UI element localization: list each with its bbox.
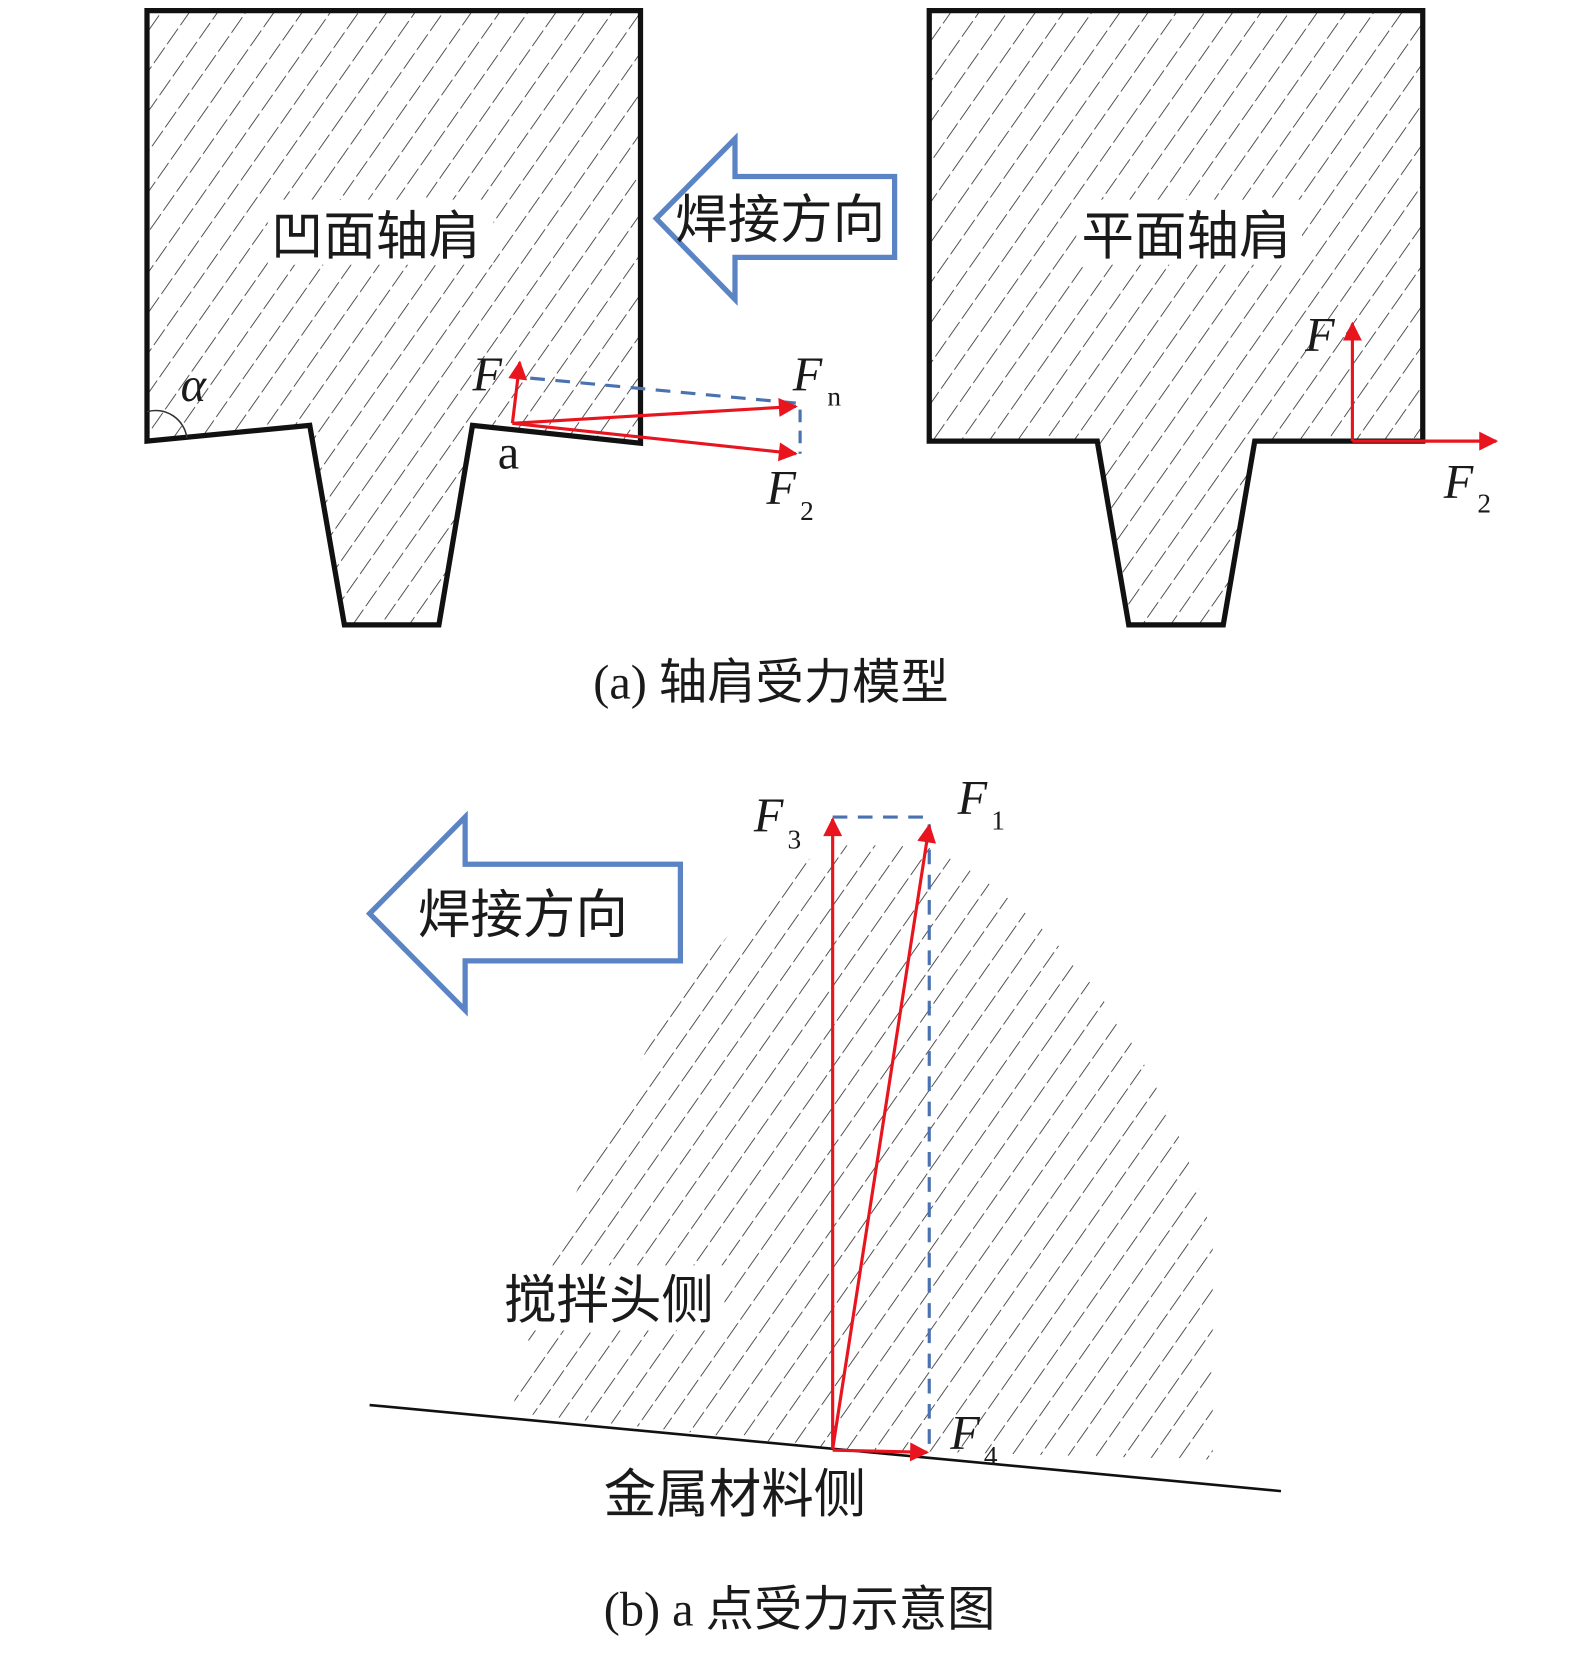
force-Fn-subscript: n	[827, 381, 841, 411]
weld-direction-arrow-a: 焊接方向	[652, 132, 898, 306]
force-Fn-arrow	[512, 398, 798, 425]
force-F1-label: F	[957, 772, 988, 825]
force-F3-subscript: 3	[788, 825, 802, 855]
concave-shoulder-tool: α 凹面轴肩	[144, 7, 644, 628]
force-F1-subscript: 1	[991, 806, 1005, 836]
caption-a: (a) 轴肩受力模型	[593, 656, 948, 709]
tool-side-label: 搅拌头侧	[504, 1272, 714, 1330]
force-Fn-label: F	[792, 349, 823, 402]
weld-direction-arrow-b: 焊接方向	[365, 810, 684, 1017]
point-a-label: a	[498, 426, 519, 479]
force-F1-arrow	[831, 823, 936, 1450]
concave-shoulder-label: 凹面轴肩	[271, 208, 481, 266]
angle-arc	[146, 409, 188, 439]
force-F4-arrow	[832, 1442, 930, 1462]
force-F2-label: F	[766, 462, 797, 515]
force-F-arrow	[508, 360, 528, 424]
caption-b: (b) a 点受力示意图	[604, 1584, 996, 1637]
flat-force-F-label: F	[1304, 309, 1335, 362]
force-F2-arrow	[512, 421, 798, 462]
force-F2-subscript: 2	[800, 496, 814, 526]
point-a-detail: F 3 F 1 F 4 搅拌头侧 金属材料侧	[369, 772, 1282, 1524]
angle-label: α	[181, 359, 208, 412]
force-F4-subscript: 4	[984, 1441, 998, 1471]
interface-line	[369, 1403, 1282, 1493]
concave-force-vectors: F a F n F 2	[472, 349, 842, 526]
metal-side-label: 金属材料侧	[604, 1466, 866, 1524]
force-F4-label: F	[949, 1407, 980, 1460]
guide-line	[530, 376, 799, 405]
flat-force-F2-label: F	[1443, 456, 1474, 509]
weld-direction-label: 焊接方向	[675, 191, 885, 249]
force-F-label: F	[472, 349, 503, 402]
flat-shoulder-tool: 平面轴肩 F F 2	[926, 7, 1499, 628]
weld-direction-label: 焊接方向	[418, 887, 628, 945]
flat-force-F2-subscript: 2	[1477, 489, 1491, 519]
flat-shoulder-label: 平面轴肩	[1082, 208, 1292, 266]
force-F3-label: F	[753, 790, 784, 843]
